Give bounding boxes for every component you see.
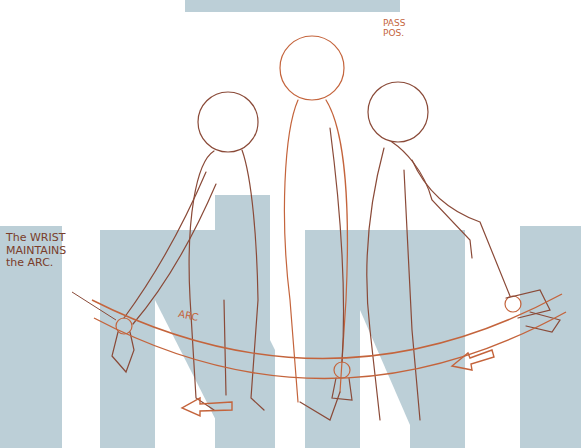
- figures: [112, 36, 560, 420]
- body-outline: [326, 100, 347, 392]
- foot: [300, 392, 340, 420]
- head: [198, 92, 258, 152]
- watermark-band: [185, 0, 400, 12]
- hand: [112, 332, 134, 372]
- direction-arrow: [452, 350, 494, 370]
- hand: [526, 312, 560, 332]
- arm: [412, 160, 510, 296]
- wrist: [334, 362, 350, 378]
- arm: [133, 184, 216, 324]
- head: [368, 82, 428, 142]
- arc-line: [94, 312, 566, 379]
- hand: [332, 378, 352, 400]
- body-outline: [189, 151, 214, 410]
- arc-path: [72, 292, 566, 416]
- leader-line: [72, 292, 116, 320]
- direction-arrow: [182, 398, 232, 416]
- watermark-bar: [100, 230, 155, 448]
- leg-line: [404, 170, 420, 420]
- head: [280, 36, 344, 100]
- annotation-label: PASS POS.: [383, 18, 423, 39]
- watermark-bar: [520, 226, 581, 448]
- body-outline: [367, 148, 384, 420]
- wrist: [505, 296, 521, 312]
- arm: [330, 128, 344, 362]
- annotation-label: The WRIST MAINTAINS the ARC.: [6, 232, 76, 270]
- watermark-bar: [305, 230, 360, 448]
- body-outline: [392, 142, 472, 258]
- arm: [124, 172, 206, 318]
